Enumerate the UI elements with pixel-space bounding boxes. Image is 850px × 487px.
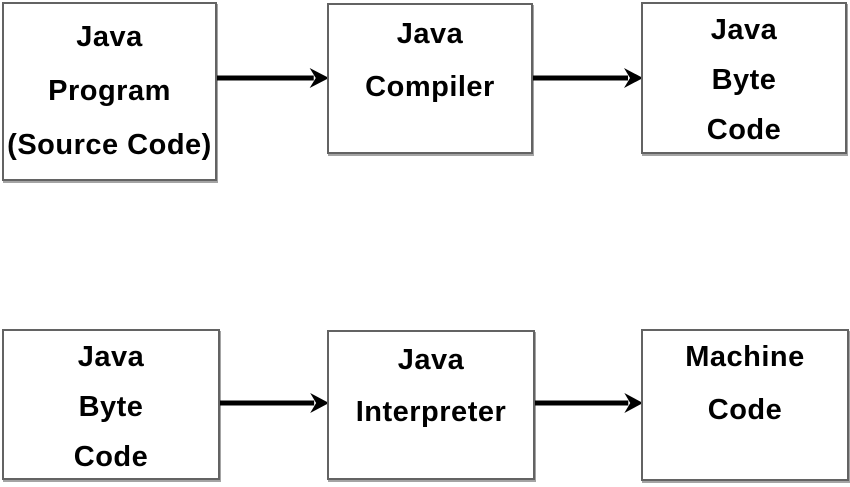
flow-arrow-right-icon <box>220 393 329 413</box>
box-text-line: Java <box>76 21 143 53</box>
box-text-line: Code <box>73 441 149 473</box>
box-java-byte-code-top: Java Byte Code <box>641 2 847 154</box>
box-text-line: Code <box>706 114 782 146</box>
flow-arrow-right-icon <box>533 68 643 88</box>
flow-arrow-right-icon <box>217 68 329 88</box>
box-text-line: Byte <box>78 391 144 423</box>
box-text-line: Java <box>710 14 778 46</box>
box-text-line: (Source Code) <box>7 129 212 161</box>
box-text-line: Interpreter <box>355 396 507 428</box>
box-text-line: Byte <box>711 64 777 96</box>
flow-arrow-right-icon <box>535 393 643 413</box>
box-java-interpreter: Java Interpreter <box>327 330 535 480</box>
box-text-line: Java <box>396 18 464 50</box>
box-text-line: Java <box>397 344 465 376</box>
box-java-byte-code-bottom: Java Byte Code <box>2 329 220 480</box>
box-text-line: Java <box>77 341 145 373</box>
box-machine-code: Machine Code <box>641 329 849 481</box>
box-java-compiler: Java Compiler <box>327 3 533 154</box>
box-text-line: Code <box>707 394 783 426</box>
box-text-line: Program <box>48 75 171 107</box>
box-java-program-source-code: Java Program (Source Code) <box>2 2 217 181</box>
box-text-line: Compiler <box>365 71 495 103</box>
box-text-line: Machine <box>685 341 805 373</box>
